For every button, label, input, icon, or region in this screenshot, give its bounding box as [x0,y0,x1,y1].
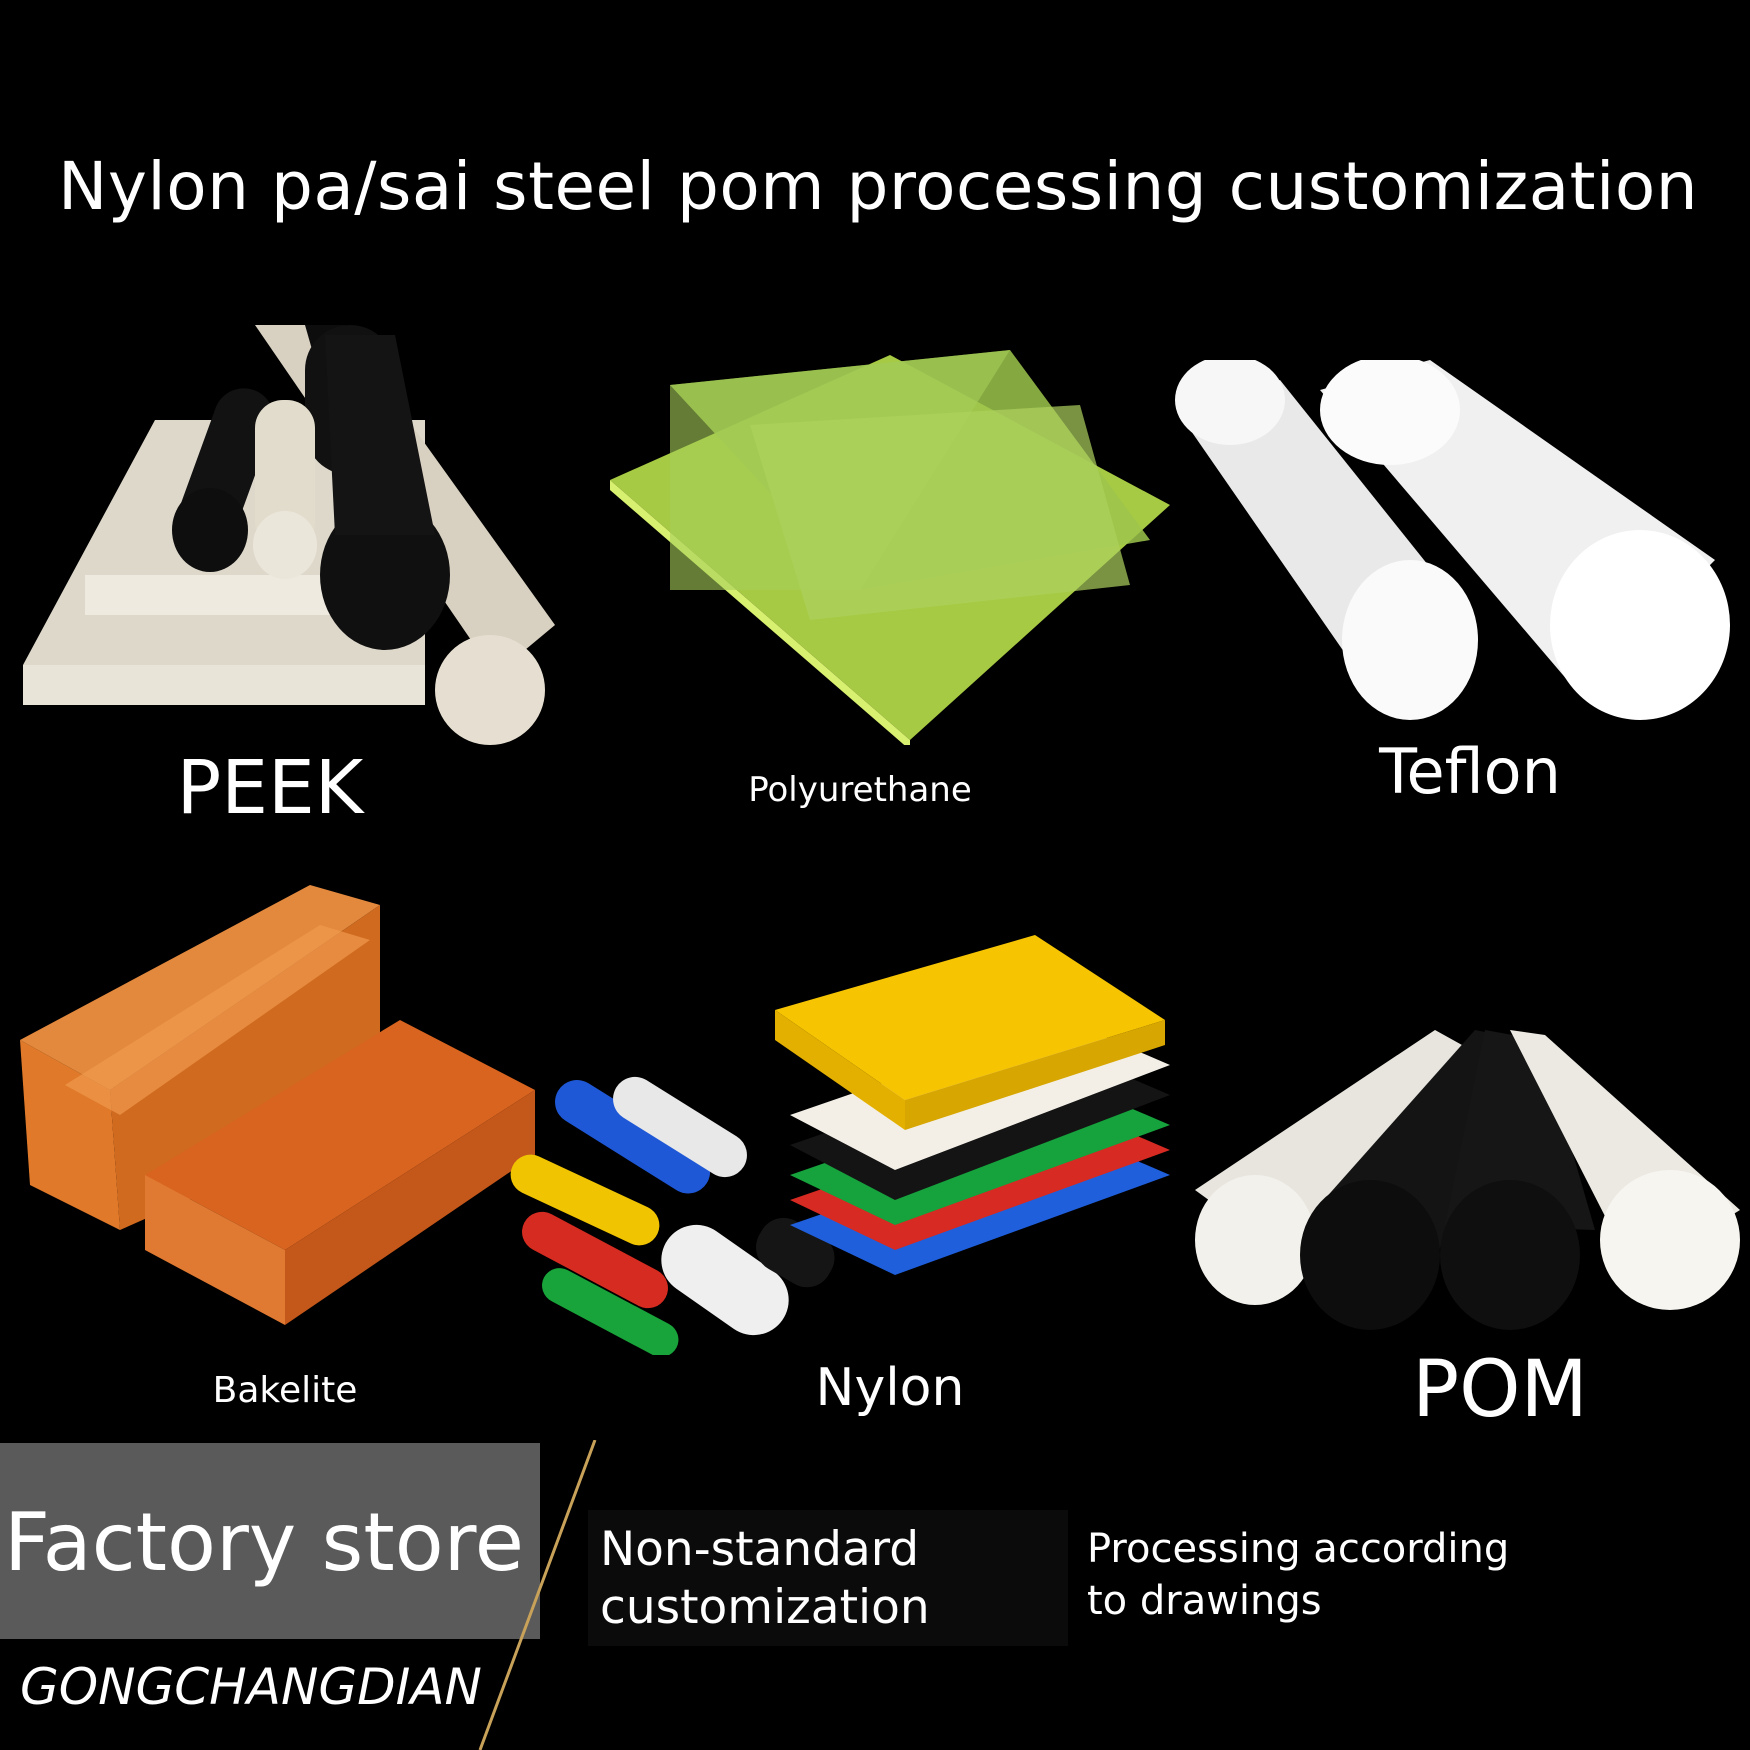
feature-box-drawings [1070,1510,1750,1646]
nylon-product-image [510,935,1170,1355]
feature-text-drawings-line2: to drawings [1087,1578,1322,1624]
feature-text-drawings-line1: Processing according [1087,1526,1510,1572]
factory-store-text: Factory store [4,1496,524,1589]
teflon-product-image [1175,360,1730,720]
pinyin-brand-text: GONGCHANGDIAN [20,1658,482,1716]
product-label-polyurethane: Polyurethane [748,770,972,810]
bakelite-product-image [20,885,535,1325]
feature-text-customization-line1: Non-standard [600,1522,920,1577]
feature-box-customization [588,1510,1068,1646]
factory-store-banner [0,1443,540,1639]
product-label-bakelite: Bakelite [212,1370,358,1411]
product-label-peek: PEEK [176,745,364,831]
peek-product-image [23,325,555,745]
gold-divider-line [478,1440,597,1750]
feature-text-customization-line2: customization [600,1580,930,1635]
product-label-pom: POM [1412,1345,1588,1435]
product-label-teflon: Teflon [1379,735,1561,808]
product-label-nylon: Nylon [815,1358,965,1418]
polyurethane-product-image [610,350,1170,745]
pom-product-image [1195,1030,1740,1330]
page-title: Nylon pa/sai steel pom processing custom… [58,148,1699,225]
